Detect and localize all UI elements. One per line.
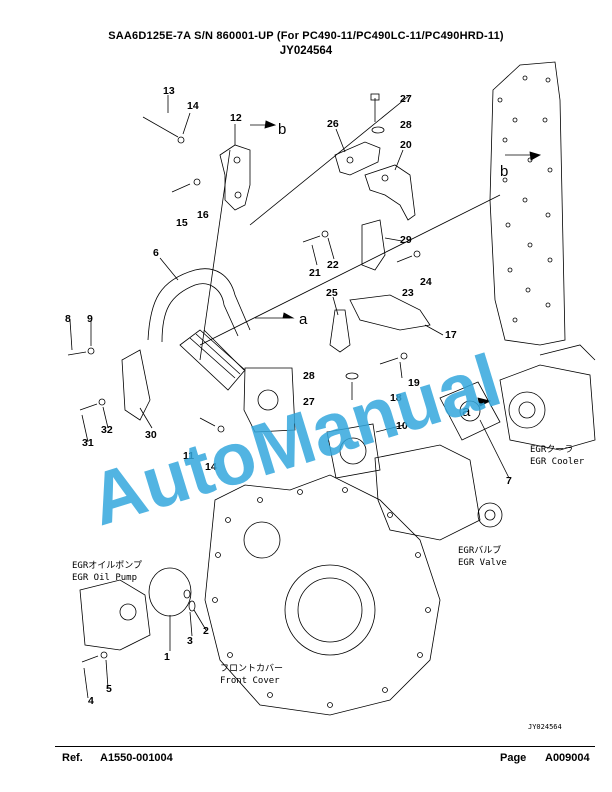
callout-3: 3 xyxy=(187,635,193,647)
front-cover-label-jp: フロントカバー xyxy=(220,663,283,674)
cover-holes xyxy=(212,487,431,708)
callout-b-plate: b xyxy=(500,163,508,180)
callout-27-b: 27 xyxy=(303,396,315,408)
callout-5: 5 xyxy=(106,683,112,695)
callout-2: 2 xyxy=(203,625,209,637)
rear-plate xyxy=(489,61,566,346)
bracket-12 xyxy=(219,144,251,211)
footer-rule xyxy=(55,746,595,747)
callout-24: 24 xyxy=(420,276,432,288)
egr-pipe xyxy=(147,268,251,341)
page-title: SAA6D125E-7A S/N 860001-UP (For PC490-11… xyxy=(108,30,504,42)
egr-valve xyxy=(374,444,481,541)
callout-14: 14 xyxy=(187,100,199,112)
callout-10: 10 xyxy=(396,420,408,432)
plate-holes xyxy=(497,75,553,323)
callout-29: 29 xyxy=(400,234,412,246)
callout-15: 15 xyxy=(176,217,188,229)
callout-20: 20 xyxy=(400,139,412,151)
page-label: Page xyxy=(500,752,527,764)
callout-18: 18 xyxy=(390,392,402,404)
callout-a-gasket: a xyxy=(462,403,471,420)
egr-oil-pump xyxy=(79,579,151,651)
egr-oil-pump-label-en: EGR Oil Pump xyxy=(72,573,137,583)
ref-label: Ref. xyxy=(62,752,83,764)
callout-31: 31 xyxy=(82,437,94,449)
drawing-code: JY024564 xyxy=(528,723,562,731)
component-labels: EGRクーラ EGR Cooler EGRバルブ EGR Valve EGRオイ… xyxy=(72,444,585,731)
egr-valve-label-jp: EGRバルブ xyxy=(458,544,501,556)
callout-9: 9 xyxy=(87,313,93,325)
callout-22: 22 xyxy=(327,259,339,271)
callout-16: 16 xyxy=(197,209,209,221)
bracket-20 xyxy=(364,164,416,221)
callout-6: 6 xyxy=(153,247,159,259)
gasket-7 xyxy=(439,381,501,441)
callout-28-b: 28 xyxy=(303,370,315,382)
callout-19: 19 xyxy=(408,377,420,389)
callout-14-b: 14 xyxy=(205,461,217,473)
egr-valve-label-en: EGR Valve xyxy=(458,558,507,568)
callout-1: 1 xyxy=(164,651,170,663)
callout-b: b xyxy=(278,121,286,138)
callout-27: 27 xyxy=(400,93,412,105)
bracket-17 xyxy=(349,294,431,331)
callout-7: 7 xyxy=(506,475,512,487)
callout-13: 13 xyxy=(163,85,175,97)
callout-21: 21 xyxy=(309,267,321,279)
o-ring xyxy=(148,567,192,617)
pipe-flange xyxy=(243,367,296,433)
long-bolt xyxy=(142,116,179,138)
front-cover xyxy=(204,474,441,716)
callout-23: 23 xyxy=(402,287,414,299)
figure-code: JY024564 xyxy=(279,45,333,57)
callout-28: 28 xyxy=(400,119,412,131)
bracket-25 xyxy=(329,309,351,353)
egr-cooler-label-jp: EGRクーラ xyxy=(530,444,573,455)
heat-shield xyxy=(121,349,151,421)
ref-value: A1550-001004 xyxy=(100,752,173,764)
callout-4: 4 xyxy=(88,695,94,707)
callout-25: 25 xyxy=(326,287,338,299)
callout-30: 30 xyxy=(145,429,157,441)
bracket-26 xyxy=(334,141,381,176)
egr-cooler xyxy=(499,364,596,451)
callout-17: 17 xyxy=(445,329,457,341)
bracket-29 xyxy=(361,219,386,271)
egr-oil-pump-label-jp: EGRオイルポンプ xyxy=(72,560,142,571)
callout-numbers: 13 14 12 b 26 27 28 20 15 16 6 21 22 29 … xyxy=(65,85,512,707)
front-cover-label-en: Front Cover xyxy=(220,676,280,686)
callout-a: a xyxy=(299,311,308,328)
callout-32: 32 xyxy=(101,424,113,436)
egr-cooler-label-en: EGR Cooler xyxy=(530,457,585,467)
callout-11: 11 xyxy=(183,450,194,462)
callout-26: 26 xyxy=(327,118,339,130)
page-value: A009004 xyxy=(545,752,590,764)
gasket-10 xyxy=(326,423,381,479)
callout-12: 12 xyxy=(230,112,242,124)
callout-8: 8 xyxy=(65,313,71,325)
